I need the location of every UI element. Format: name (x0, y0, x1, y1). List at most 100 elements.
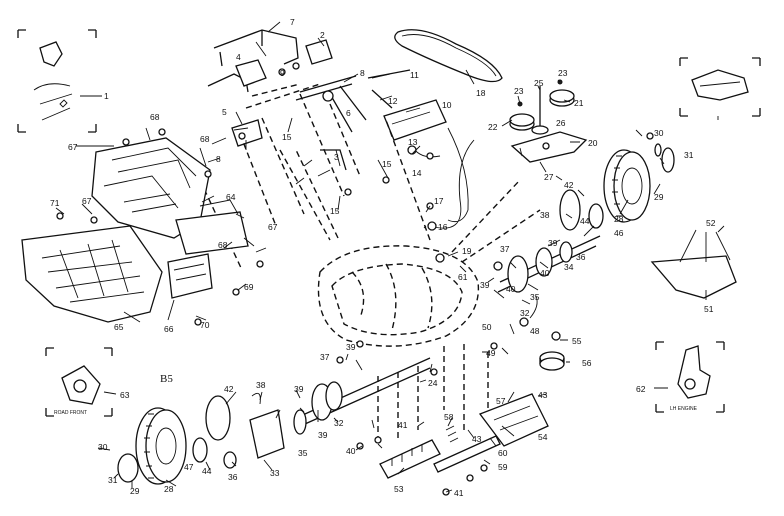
part-number: 50 (482, 322, 492, 332)
part-number: 13 (408, 137, 418, 147)
part-number: 64 (226, 192, 236, 202)
part-number: 27 (544, 172, 554, 182)
mower-deck (295, 119, 541, 347)
rear-wheel-assembly (117, 357, 431, 485)
part-number: 54 (538, 432, 548, 442)
part-number: 8 (360, 68, 365, 78)
part-number: 49 (486, 348, 496, 358)
part-number: 60 (498, 448, 508, 458)
part-number: 15 (282, 132, 292, 142)
part-number: 24 (428, 378, 438, 388)
part-number: 29 (654, 192, 664, 202)
part-number: 28 (164, 484, 174, 494)
part-number: 12 (388, 96, 398, 106)
part-number: 38 (540, 210, 550, 220)
drive-belt (394, 29, 503, 83)
part-number: 44 (202, 466, 212, 476)
hardware (56, 128, 654, 450)
part-number: 38 (256, 380, 266, 390)
front-wheel-assembly (497, 143, 675, 327)
part-number: 39 (294, 384, 304, 394)
part-number: 52 (706, 218, 716, 228)
part-number: 39 (346, 342, 356, 352)
part-number: 66 (164, 324, 174, 334)
part-number: 31 (684, 150, 694, 160)
part-number: 46 (614, 228, 624, 238)
right-inset-caption: LH ENGINE (670, 406, 698, 412)
part-number-callouts: 1 2 3 4 5 6 7 8 8 9 10 11 12 13 14 15 15… (50, 17, 716, 498)
part-number: 42 (564, 180, 574, 190)
part-number: 36 (576, 252, 586, 262)
part-number: 33 (270, 468, 280, 478)
part-number: 67 (82, 196, 92, 206)
part-number: 39 (480, 280, 490, 290)
part-number: 8 (216, 154, 221, 164)
part-number: 31 (108, 475, 118, 485)
part-number: 59 (498, 462, 508, 472)
part-number: 48 (530, 326, 540, 336)
inset-part-71 (679, 57, 761, 117)
part-number: 15 (382, 159, 392, 169)
part-number: 51 (704, 304, 714, 314)
part-number: 20 (588, 138, 598, 148)
part-number: 21 (574, 98, 584, 108)
inset-part-60 (655, 341, 725, 413)
bracket-49-50 (650, 229, 737, 299)
inset-part-61 (45, 347, 113, 417)
part-number: 28 (614, 214, 624, 224)
part-number: 16 (438, 222, 448, 232)
part-number: 40 (346, 446, 356, 456)
part-number: 58 (444, 412, 454, 422)
part-number: 1 (104, 91, 109, 101)
inset-part-1 (17, 29, 102, 133)
left-inset-caption: ROAD FRONT (54, 410, 87, 416)
part-number: 35 (298, 448, 308, 458)
part-number: 68 (200, 134, 210, 144)
part-number: 53 (394, 484, 404, 494)
leader-lines (55, 21, 725, 493)
part-number: 7 (290, 17, 295, 27)
part-number: 17 (434, 196, 444, 206)
part-number: 11 (410, 70, 419, 80)
part-number: 29 (130, 486, 140, 496)
part-number: 9 (280, 68, 285, 78)
part-number: 26 (556, 118, 566, 128)
part-number: 63 (120, 390, 130, 400)
part-number: 32 (520, 308, 530, 318)
part-number: 57 (496, 396, 506, 406)
part-number: 65 (114, 322, 124, 332)
part-number: 10 (442, 100, 452, 110)
part-number: 37 (500, 244, 510, 254)
control-cable (383, 99, 469, 223)
part-number: 62 (636, 384, 646, 394)
part-number: 41 (398, 420, 408, 430)
part-number: 35 (530, 292, 540, 302)
part-number: 40 (506, 284, 516, 294)
part-number: 44 (580, 216, 590, 226)
part-number: 36 (228, 472, 238, 482)
part-number: 43 (472, 434, 482, 444)
part-number: 14 (412, 168, 422, 178)
part-number: 67 (268, 222, 278, 232)
part-number: 70 (200, 320, 210, 330)
part-number: 42 (224, 384, 234, 394)
part-number: 5 (222, 107, 227, 117)
part-number: 69 (244, 282, 254, 292)
part-number: 68 (150, 112, 160, 122)
part-number: 39 (548, 238, 558, 248)
part-number: 61 (458, 272, 468, 282)
part-number: 18 (476, 88, 486, 98)
part-number: 37 (320, 352, 330, 362)
part-number: 32 (334, 418, 344, 428)
part-number: 4 (236, 52, 241, 62)
part-number: 30 (98, 442, 108, 452)
part-number: 25 (534, 78, 544, 88)
part-number: 47 (184, 462, 194, 472)
part-number: 6 (346, 108, 351, 118)
part-number: 15 (330, 206, 340, 216)
part-number: 41 (454, 488, 464, 498)
part-number: 55 (572, 336, 582, 346)
part-number: 40 (540, 268, 550, 278)
part-number: 22 (488, 122, 498, 132)
